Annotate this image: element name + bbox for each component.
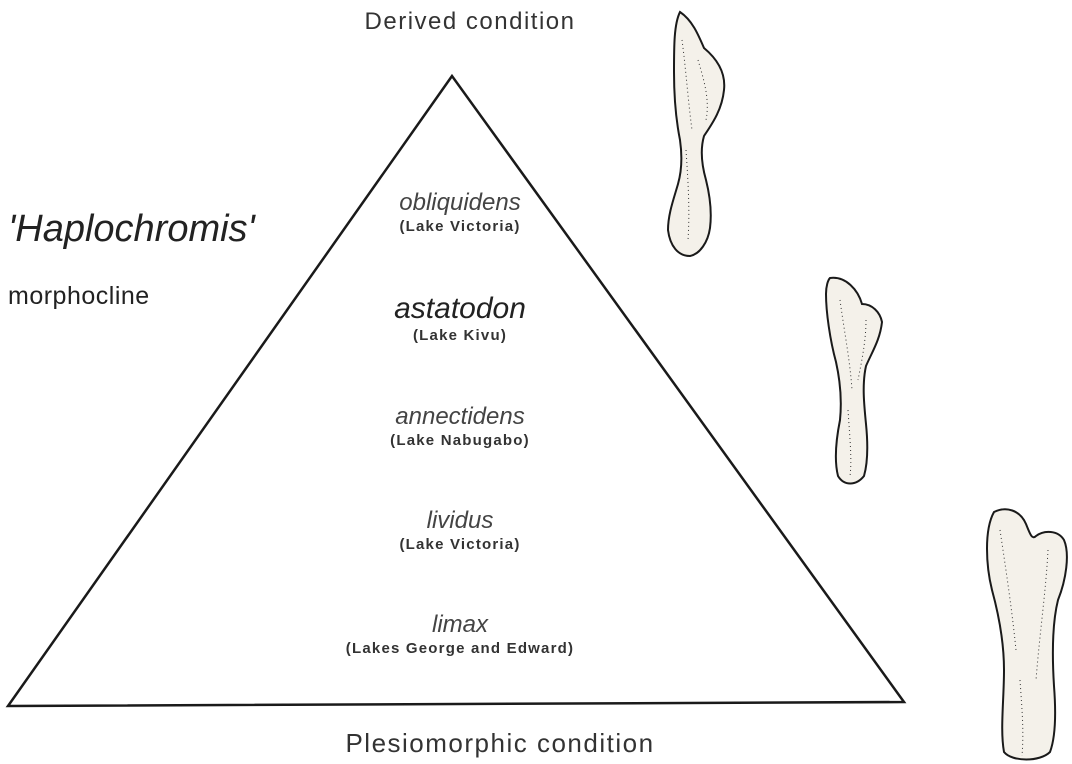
genus-title: 'Haplochromis'	[8, 208, 255, 251]
species-lake: (Lake Victoria)	[280, 218, 640, 235]
species-name: astatodon	[280, 292, 640, 325]
species-name: limax	[280, 612, 640, 638]
tooth-illustration-plesiomorphic	[987, 509, 1067, 759]
species-name: lividus	[280, 508, 640, 534]
tooth-illustration-intermediate	[826, 278, 882, 484]
species-name: annectidens	[280, 404, 640, 430]
species-entry: astatodon (Lake Kivu)	[280, 292, 640, 344]
species-entry: obliquidens (Lake Victoria)	[280, 190, 640, 235]
plesiomorphic-condition-label: Plesiomorphic condition	[270, 728, 730, 759]
species-lake: (Lake Victoria)	[280, 536, 640, 553]
species-entry: limax (Lakes George and Edward)	[280, 612, 640, 657]
species-lake: (Lake Nabugabo)	[280, 432, 640, 449]
species-name: obliquidens	[280, 190, 640, 216]
morphocline-label: morphocline	[8, 282, 150, 311]
tooth-illustration-derived	[668, 12, 724, 256]
derived-condition-label: Derived condition	[270, 8, 670, 36]
species-entry: lividus (Lake Victoria)	[280, 508, 640, 553]
species-lake: (Lake Kivu)	[280, 327, 640, 344]
species-entry: annectidens (Lake Nabugabo)	[280, 404, 640, 449]
species-lake: (Lakes George and Edward)	[280, 640, 640, 657]
